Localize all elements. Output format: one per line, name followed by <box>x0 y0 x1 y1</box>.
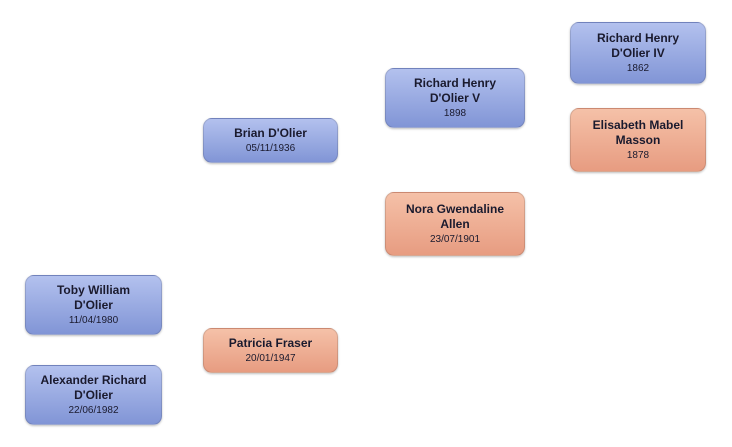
person-name-line: Toby William <box>56 283 130 297</box>
person-date: 1878 <box>626 150 650 161</box>
person-name-line: Richard Henry <box>596 31 680 45</box>
person-name-line: Patricia Fraser <box>228 336 313 350</box>
person-date: 20/01/1947 <box>245 353 296 364</box>
tree-node-richard-henry-dolier-iv[interactable]: Richard Henry D'Olier IV 1862 <box>570 22 706 84</box>
tree-node-patricia-fraser[interactable]: Patricia Fraser 20/01/1947 <box>203 328 338 373</box>
tree-node-nora-gwendaline-allen[interactable]: Nora Gwendaline Allen 23/07/1901 <box>385 192 525 256</box>
person-name-line: Elisabeth Mabel <box>592 118 684 132</box>
person-name-line: Brian D'Olier <box>234 126 307 140</box>
person-date: 23/07/1901 <box>429 234 481 245</box>
tree-node-elisabeth-mabel-masson[interactable]: Elisabeth Mabel Masson 1878 <box>570 108 706 172</box>
person-name-line: Masson <box>615 133 661 147</box>
person-name-line: D'Olier <box>74 298 113 312</box>
person-date: 1862 <box>626 63 650 74</box>
tree-node-alexander-richard-dolier[interactable]: Alexander Richard D'Olier 22/06/1982 <box>25 365 162 425</box>
person-date: 05/11/1936 <box>245 143 296 154</box>
person-name-line: D'Olier V <box>429 91 481 105</box>
person-name-line: Alexander Richard <box>40 373 147 387</box>
person-name-line: Allen <box>440 217 470 231</box>
person-name-line: Nora Gwendaline <box>405 202 505 216</box>
person-date: 11/04/1980 <box>68 315 119 326</box>
tree-node-toby-william-dolier[interactable]: Toby William D'Olier 11/04/1980 <box>25 275 162 335</box>
tree-node-brian-dolier[interactable]: Brian D'Olier 05/11/1936 <box>203 118 338 163</box>
person-date: 22/06/1982 <box>68 405 119 416</box>
person-name-line: D'Olier <box>74 388 113 402</box>
person-name-line: D'Olier IV <box>611 46 665 60</box>
tree-node-richard-henry-dolier-v[interactable]: Richard Henry D'Olier V 1898 <box>385 68 525 128</box>
person-name-line: Richard Henry <box>413 76 497 90</box>
person-date: 1898 <box>443 108 467 119</box>
